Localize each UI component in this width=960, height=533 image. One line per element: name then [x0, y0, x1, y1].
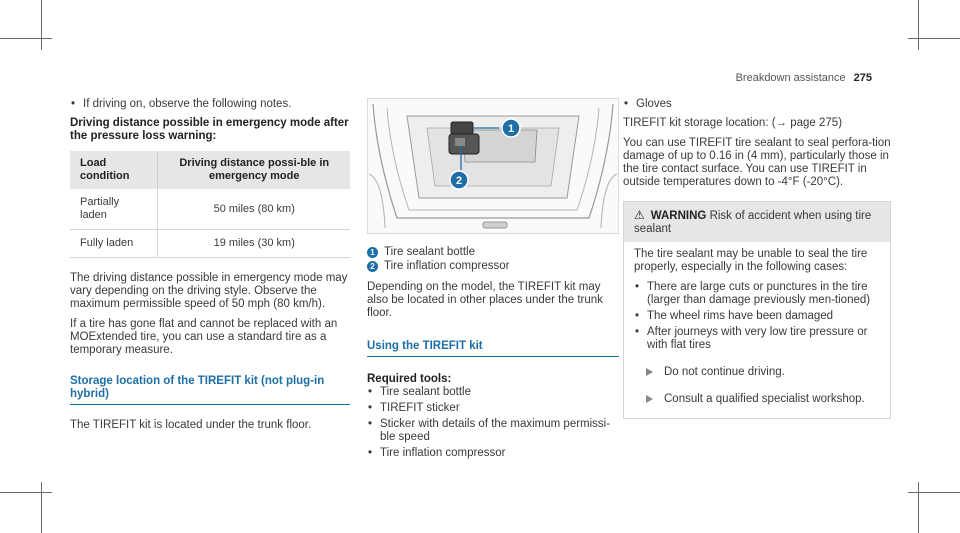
warning-box: ⚠ WARNING Risk of accident when using tir…: [623, 201, 891, 419]
warning-intro: The tire sealant may be unable to seal t…: [634, 248, 868, 273]
trunk-drawing: 1 2: [366, 97, 620, 235]
paragraph: Depending on the model, the TIREFIT kit …: [367, 281, 603, 319]
crop-mark: [41, 482, 42, 533]
table-header: Load condition: [70, 151, 158, 189]
tools-list-continued: Gloves: [623, 98, 891, 111]
required-tools-title: Required tools:: [367, 373, 452, 385]
column-right: Gloves TIREFIT kit storage location: (→ …: [623, 98, 891, 419]
paragraph: If a tire has gone flat and cannot be re…: [70, 318, 338, 356]
table-row: Partially laden 50 miles (80 km): [70, 189, 350, 230]
arrow-right-icon: [646, 368, 653, 376]
table-header: Driving distance possi-ble in emergency …: [157, 151, 350, 189]
action-text: Do not continue driving.: [664, 366, 785, 378]
legend-item: 1 Tire sealant bottle: [367, 246, 619, 259]
table-cell: Partially laden: [70, 189, 158, 230]
crop-mark: [0, 38, 52, 39]
legend-item: 2 Tire inflation compressor: [367, 260, 619, 273]
crop-mark: [908, 38, 960, 39]
list-item: If driving on, observe the following not…: [70, 98, 350, 111]
paragraph: The TIREFIT kit is located under the tru…: [70, 419, 312, 431]
crop-mark: [918, 0, 919, 50]
page-header: Breakdown assistance 275: [736, 72, 872, 84]
list-item: Tire sealant bottle: [367, 386, 619, 399]
paragraph: You can use TIREFIT tire sealant to seal…: [623, 137, 891, 188]
storage-reference: TIREFIT kit storage location: (→ page 27…: [623, 117, 843, 129]
column-left: If driving on, observe the following not…: [70, 98, 350, 439]
distance-subheading: Driving distance possible in emergency m…: [70, 117, 349, 142]
page-number: 275: [853, 72, 872, 84]
table-cell: 50 miles (80 km): [157, 189, 350, 230]
list-item: Tire inflation compressor: [367, 447, 619, 460]
section-title: Storage location of the TIREFIT kit (not…: [70, 375, 350, 405]
legend-number: 1: [367, 247, 378, 258]
arrow-right-icon: [646, 395, 653, 403]
paragraph: The driving distance possible in emergen…: [70, 272, 348, 310]
list-item: TIREFIT sticker: [367, 402, 619, 415]
crop-mark: [908, 492, 960, 493]
action-step: Do not continue driving.: [634, 366, 880, 379]
tools-list: Tire sealant bottle TIREFIT sticker Stic…: [367, 386, 619, 460]
table-row: Fully laden 19 miles (30 km): [70, 229, 350, 258]
list-item: Sticker with details of the maximum perm…: [367, 418, 619, 444]
warning-cases: There are large cuts or punctures in the…: [634, 281, 880, 352]
warning-title: Risk of accident when using tire sealant: [634, 210, 872, 235]
callout-marker: [501, 118, 521, 138]
crop-mark: [41, 0, 42, 50]
list-item: After journeys with very low tire pressu…: [634, 326, 880, 352]
callout-label: 2: [456, 175, 462, 187]
callout-marker: [449, 170, 469, 190]
warning-body: The tire sealant may be unable to seal t…: [624, 242, 890, 418]
section-name: Breakdown assistance: [735, 72, 846, 84]
distance-table: Load condition Driving distance possi-bl…: [70, 151, 350, 258]
table-cell: 19 miles (30 km): [157, 229, 350, 258]
trunk-illustration: 1 2: [366, 97, 620, 235]
list-item: There are large cuts or punctures in the…: [634, 281, 880, 307]
legend-text: Tire inflation compressor: [384, 260, 510, 272]
callout-label: 1: [508, 123, 514, 135]
warning-header: ⚠ WARNING Risk of accident when using tir…: [624, 202, 890, 242]
section-title: Using the TIREFIT kit: [367, 340, 619, 357]
table-cell: Fully laden: [70, 229, 158, 258]
crop-mark: [0, 492, 52, 493]
intro-list: If driving on, observe the following not…: [70, 98, 350, 111]
legend-text: Tire sealant bottle: [384, 246, 475, 258]
crop-mark: [918, 482, 919, 533]
list-item: Gloves: [623, 98, 891, 111]
action-text: Consult a qualified specialist workshop.: [664, 393, 865, 405]
action-step: Consult a qualified specialist workshop.: [634, 393, 880, 406]
warning-icon: ⚠: [634, 208, 645, 222]
warning-label: WARNING: [650, 210, 707, 222]
list-item: The wheel rims have been damaged: [634, 310, 880, 323]
table-header-row: Load condition Driving distance possi-bl…: [70, 151, 350, 189]
figure-legend: 1 Tire sealant bottle 2 Tire inflation com…: [367, 246, 619, 273]
legend-number: 2: [367, 261, 378, 272]
